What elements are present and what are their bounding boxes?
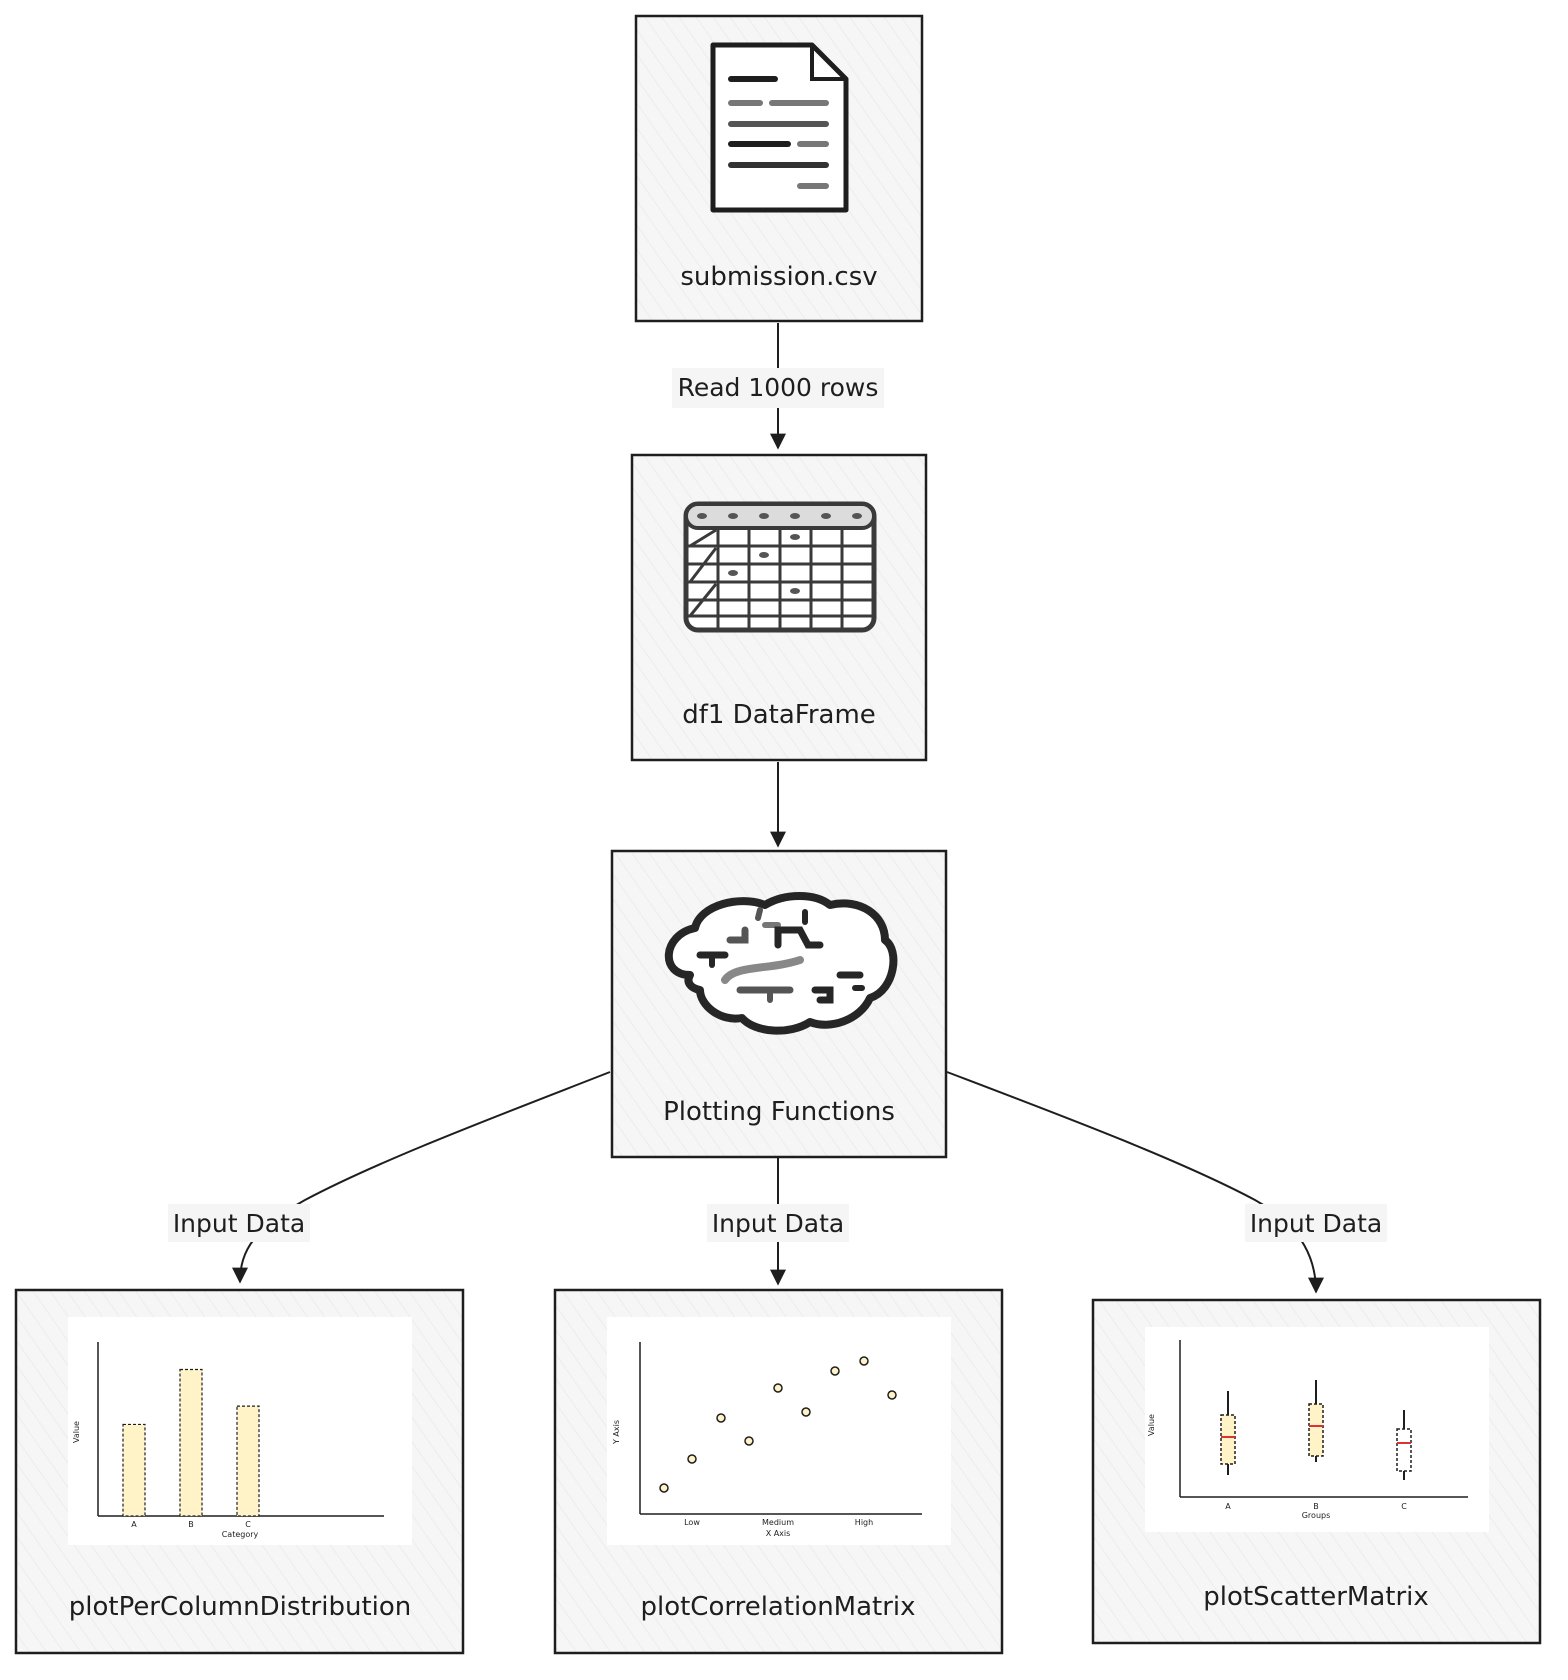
- bar-category-label: C: [245, 1520, 251, 1529]
- scatter-point: [659, 1483, 669, 1493]
- box-a: [1220, 1391, 1236, 1475]
- scatter-point: [830, 1366, 840, 1376]
- document-icon: [710, 42, 849, 213]
- bar-chart-xlabel: Category: [222, 1530, 259, 1539]
- scatter-point: [859, 1356, 869, 1366]
- scatter-xlabel: X Axis: [766, 1529, 791, 1538]
- node-submission-csv[interactable]: submission.csv: [634, 14, 924, 323]
- box-cat-b: B: [1313, 1502, 1319, 1511]
- node-plot-per-column-distribution[interactable]: A B C Value Category plotPerColumnDistribu…: [14, 1288, 465, 1655]
- edge-input-middle: Input Data: [707, 1158, 849, 1286]
- node-plotting-functions[interactable]: Plotting Functions: [610, 849, 948, 1159]
- scatter-point: [716, 1413, 726, 1423]
- node-label-dataframe: df1 DataFrame: [682, 700, 876, 730]
- scatter-chart-thumbnail: Low Medium High X Axis Y Axis: [607, 1317, 951, 1545]
- node-label-distribution: plotPerColumnDistribution: [69, 1592, 412, 1622]
- scatter-tick-low: Low: [684, 1518, 700, 1527]
- edge-input-right: Input Data: [946, 1071, 1387, 1294]
- node-label-scatter: plotScatterMatrix: [1203, 1582, 1429, 1612]
- scatter-point: [744, 1436, 754, 1446]
- box-b: [1308, 1380, 1324, 1462]
- scatter-point: [687, 1454, 697, 1464]
- node-label-submission: submission.csv: [680, 262, 877, 292]
- edge-label-read: Read 1000 rows: [678, 373, 879, 402]
- bar-chart-ylabel: Value: [72, 1421, 81, 1443]
- node-plot-correlation-matrix[interactable]: Low Medium High X Axis Y Axis plotCorrel…: [553, 1288, 1004, 1655]
- node-df1-dataframe[interactable]: df1 DataFrame: [630, 453, 928, 762]
- bar-category-label: A: [131, 1520, 137, 1529]
- table-icon: [683, 501, 877, 633]
- edge-read-rows: Read 1000 rows: [672, 323, 884, 450]
- edge-label-input-right: Input Data: [1250, 1209, 1382, 1238]
- box-ylabel: Value: [1147, 1414, 1156, 1436]
- scatter-point: [801, 1407, 811, 1417]
- scatter-ylabel: Y Axis: [612, 1420, 621, 1445]
- bar-c: [236, 1405, 260, 1517]
- scatter-tick-medium: Medium: [762, 1518, 794, 1527]
- box-plot-thumbnail: A B C Groups Value: [1145, 1327, 1489, 1532]
- bar-a: [122, 1423, 146, 1517]
- scatter-point: [887, 1390, 897, 1400]
- scatter-point: [773, 1383, 783, 1393]
- edge-label-input-middle: Input Data: [712, 1209, 844, 1238]
- node-label-correlation: plotCorrelationMatrix: [640, 1592, 915, 1622]
- box-c: [1396, 1410, 1412, 1480]
- box-xlabel: Groups: [1302, 1511, 1331, 1520]
- scatter-tick-high: High: [855, 1518, 873, 1527]
- bar-b: [179, 1368, 203, 1517]
- node-plot-scatter-matrix[interactable]: A B C Groups Value plotScatterMatrix: [1091, 1298, 1542, 1645]
- box-cat-c: C: [1401, 1502, 1407, 1511]
- bar-category-label: B: [188, 1520, 194, 1529]
- brain-icon: [664, 892, 898, 1035]
- edge-input-left: Input Data: [168, 1071, 611, 1284]
- box-cat-a: A: [1225, 1502, 1231, 1511]
- node-label-plotting: Plotting Functions: [663, 1097, 895, 1127]
- edge-label-input-left: Input Data: [173, 1209, 305, 1238]
- bar-chart-thumbnail: A B C Value Category: [68, 1317, 412, 1545]
- scatter-points: [659, 1356, 897, 1493]
